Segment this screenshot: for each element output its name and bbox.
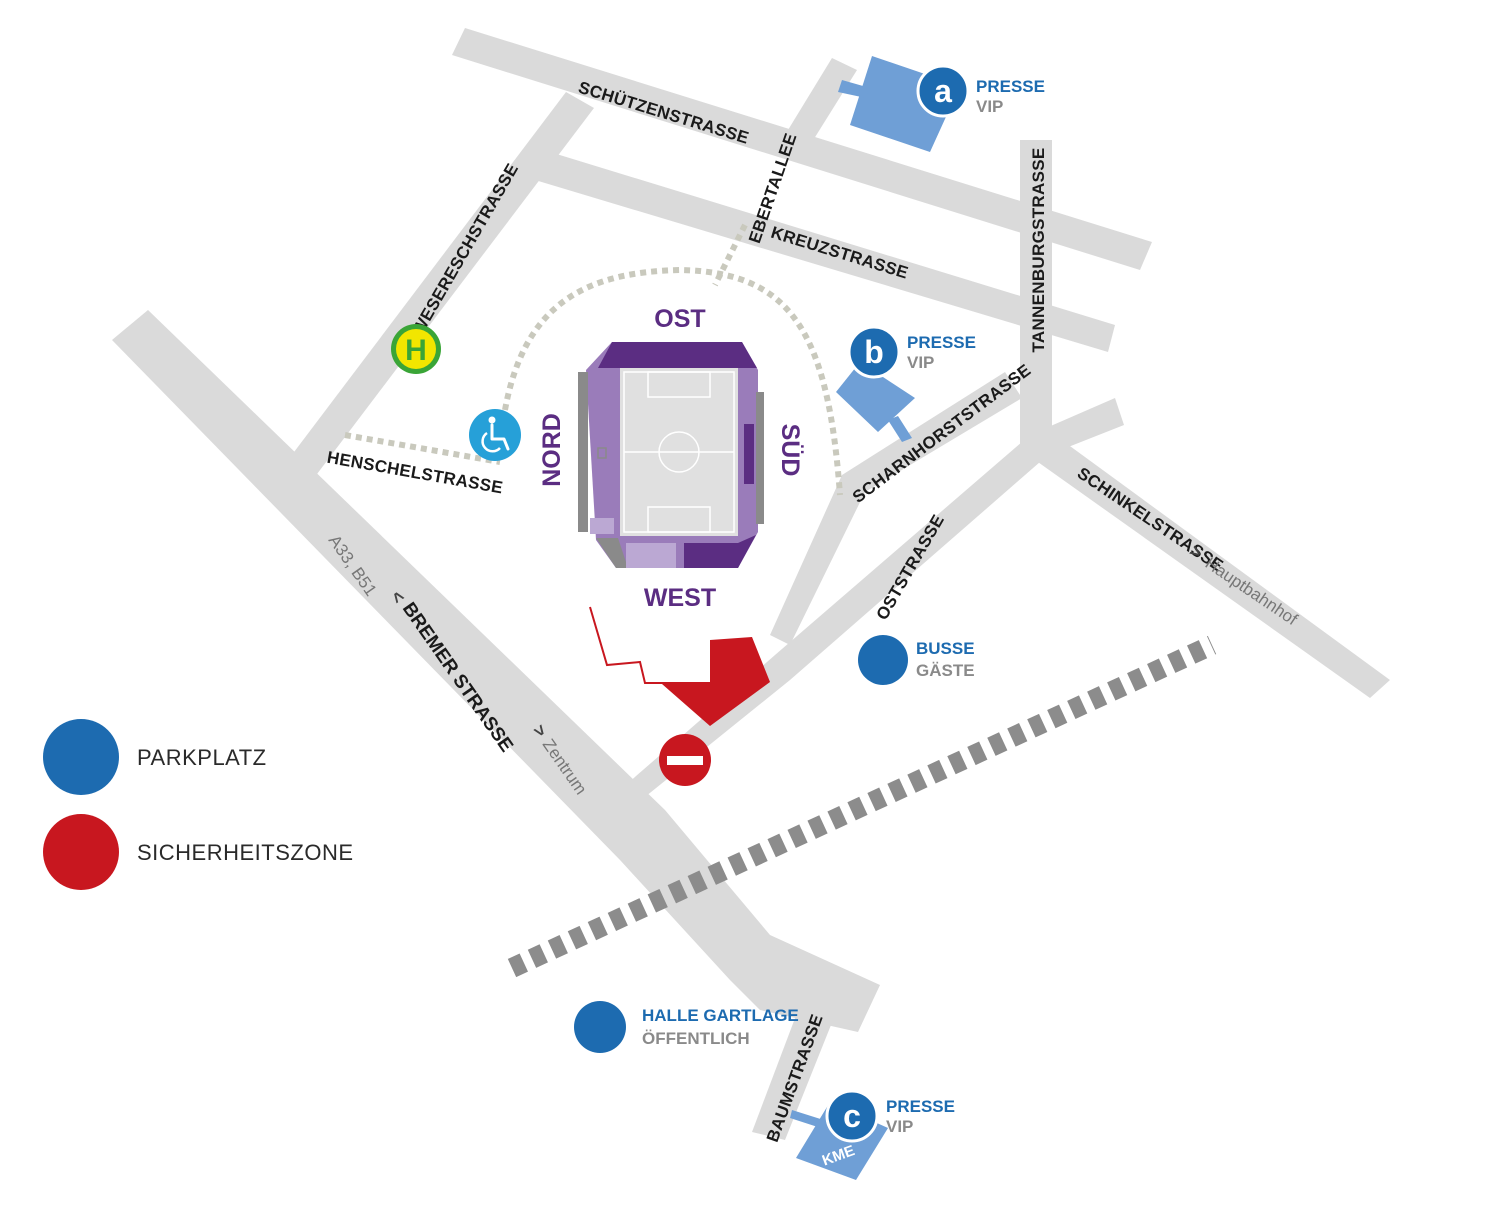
road-bremer-strasse [112,310,880,1032]
legend-item-parkplatz: PARKPLATZ [43,719,267,795]
stand-sued-edge [756,392,764,524]
security-zone-boundary [589,606,710,684]
stand-label-ost: OST [654,305,705,333]
bus-stop-letter: H [405,334,427,367]
security-zone [589,606,770,726]
bus-stop-icon[interactable]: H [391,324,441,374]
stand-west-mid [626,543,676,568]
stand-nord-edge [578,372,588,532]
road-schinkelstrasse [1028,430,1390,698]
parking-b-letter: b [864,334,884,370]
legend: PARKPLATZ SICHERHEITSZONE [43,719,354,890]
parking-busse-sub: GÄSTE [916,661,975,680]
no-entry-icon [659,734,711,786]
parking-area-a-connector [838,80,870,98]
legend-label-sicherheitszone: SICHERHEITSZONE [137,840,354,865]
parking-c-title: PRESSE [886,1097,955,1116]
nord-marker [597,447,607,459]
footpath-ebertallee [712,223,748,287]
legend-swatch-parkplatz [43,719,119,795]
parking-b[interactable]: b PRESSE VIP [847,325,976,379]
stand-label-west: WEST [644,584,716,612]
legend-label-parkplatz: PARKPLATZ [137,745,267,770]
roads [112,28,1390,1180]
stand-sued-box [744,424,754,484]
parking-b-sub: VIP [907,353,934,372]
parking-busse[interactable]: BUSSE GÄSTE [858,635,975,685]
parking-c-sub: VIP [886,1117,913,1136]
stand-label-nord: NORD [538,413,566,487]
stadium: OST WEST NORD SÜD [538,305,805,612]
parking-halle-marker[interactable] [574,1001,626,1053]
parking-area-b [836,362,915,432]
parking-a-marker[interactable] [916,64,970,118]
footpath-arc [502,266,843,496]
footpath-henschel [344,432,501,465]
road-wesereschstrasse [288,92,594,478]
stand-label-sued: SÜD [776,424,805,477]
parking-halle-gartlage[interactable]: HALLE GARTLAGE ÖFFENTLICH [574,1001,799,1053]
parking-a-sub: VIP [976,97,1003,116]
road-schuetzenstrasse [452,28,1152,270]
street-label-tannenburgstrasse: TANNENBURGSTRASSE [1029,147,1048,352]
road-kreuzstrasse [535,152,1115,352]
road-tannenburgstrasse [1020,140,1052,445]
parking-halle-title: HALLE GARTLAGE [642,1006,799,1025]
parking-a-letter: a [934,73,952,109]
street-label-schinkel-direction: Hauptbahnhof [1202,554,1301,630]
stand-west-left [596,538,628,568]
street-label-wesereschstrasse: WESERESCHSTRASSE [408,160,522,338]
railway-track [507,635,1217,978]
parking-halle-sub: ÖFFENTLICH [642,1029,750,1048]
parking-b-title: PRESSE [907,333,976,352]
wheelchair-icon[interactable] [469,409,521,461]
parking-c-marker[interactable] [825,1089,879,1143]
road-oststrasse [620,398,1124,805]
parking-area-c-connector [790,1110,830,1130]
street-label-schinkelstrasse: SCHINKELSTRASSE [1074,464,1227,576]
security-zone-area [662,637,770,726]
parking-c[interactable]: c PRESSE VIP KME [820,1089,955,1169]
legend-swatch-sicherheitszone [43,814,119,890]
stand-nord-light [590,518,614,534]
parking-busse-title: BUSSE [916,639,975,658]
parking-area-b-connector [888,416,912,442]
stand-west-right [684,535,756,568]
parking-a[interactable]: a PRESSE VIP [916,64,1045,118]
stand-ost-roof [598,342,757,368]
parking-a-title: PRESSE [976,77,1045,96]
parking-busse-marker[interactable] [858,635,908,685]
footpaths [344,223,843,496]
parking-c-letter: c [843,1098,861,1134]
road-scharnhorststrasse [770,372,1022,645]
pitch-markings [623,371,735,533]
legend-item-sicherheitszone: SICHERHEITSZONE [43,814,354,890]
road-baumstrasse [752,1005,835,1140]
road-ebertallee [788,58,857,142]
parking-b-marker[interactable] [847,325,901,379]
